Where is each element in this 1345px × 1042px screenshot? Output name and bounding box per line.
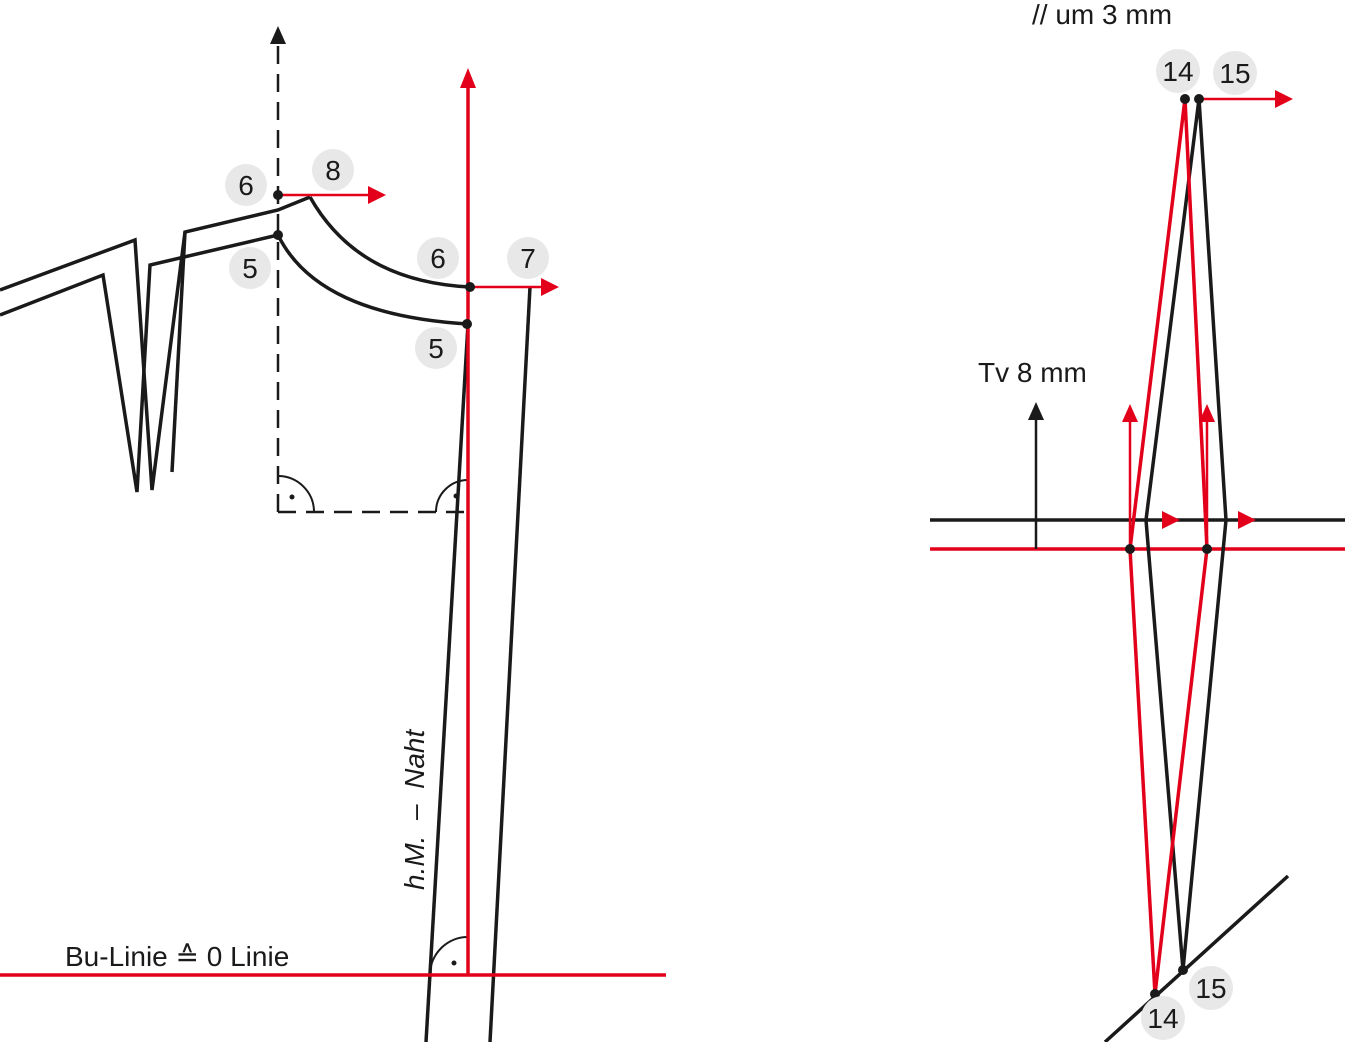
point-dot — [462, 319, 472, 329]
offset-label: // um 3 mm — [1032, 0, 1172, 30]
point-dot — [1202, 544, 1212, 554]
neckline-curve-upper — [308, 196, 471, 289]
point-badge-6-top: 6 — [225, 164, 267, 206]
seam-line-right — [488, 286, 532, 1042]
point-badge-5-left: 5 — [229, 247, 271, 289]
dart-right-leg — [170, 231, 187, 473]
guide-arrow-head — [270, 26, 286, 44]
point-dot — [273, 190, 283, 200]
svg-text:6: 6 — [430, 243, 446, 274]
point-dot — [1150, 989, 1160, 999]
tv-label: Tv 8 mm — [978, 357, 1087, 388]
neckline-curve-lower — [276, 234, 469, 326]
point-badge-5-right: 5 — [415, 327, 457, 369]
point-dot — [1194, 94, 1204, 104]
shoulder-outline-upper — [0, 195, 311, 491]
black-dart-outline — [1144, 98, 1228, 971]
red-dart-outline — [1128, 98, 1209, 995]
red-right-arrow-head — [1162, 511, 1180, 529]
seam-label: h.M. – Naht — [399, 728, 430, 890]
black-diagonal-line — [1103, 874, 1290, 1042]
arrow-6-to-8-head — [368, 186, 386, 204]
point-dot — [465, 282, 475, 292]
point-badge-6-right: 6 — [417, 237, 459, 279]
arrow-6-to-7-head — [541, 278, 559, 296]
svg-text:7: 7 — [520, 243, 536, 274]
red-up-arrow-right-head — [1199, 404, 1215, 422]
svg-text:8: 8 — [325, 155, 341, 186]
tv-arrow-head — [1028, 402, 1044, 420]
svg-text:6: 6 — [238, 170, 254, 201]
red-right-arrow-head — [1238, 511, 1256, 529]
shoulder-outline-lower — [0, 233, 279, 493]
point-badge-14-bottom: 14 — [1141, 996, 1185, 1040]
point-dot — [1180, 94, 1190, 104]
red-axis-arrow-head — [460, 68, 476, 88]
svg-text:15: 15 — [1219, 58, 1250, 89]
right-angle-symbol — [435, 479, 469, 513]
svg-text:5: 5 — [242, 253, 258, 284]
point-badge-7: 7 — [507, 237, 549, 279]
point-dot — [273, 230, 283, 240]
right-figure: // um 3 mm Tv 8 mm — [930, 0, 1345, 1042]
seam-line-left — [424, 323, 470, 1042]
baseline-label: Bu-Linie ≙ 0 Linie — [65, 941, 289, 972]
svg-text:5: 5 — [428, 333, 444, 364]
right-angle-symbol — [277, 475, 315, 513]
top-shift-arrow-head — [1275, 90, 1293, 108]
red-up-arrow-left-head — [1122, 404, 1138, 422]
point-badge-15-bottom: 15 — [1189, 966, 1233, 1010]
point-badge-15-top: 15 — [1213, 51, 1257, 95]
svg-text:15: 15 — [1195, 973, 1226, 1004]
left-figure: 6 8 5 6 7 5 h.M. – Naht Bu-Linie ≙ 0 Lin… — [0, 26, 666, 1042]
point-dot — [1178, 965, 1188, 975]
point-badge-8: 8 — [312, 149, 354, 191]
point-dot — [1125, 544, 1135, 554]
point-badge-14-top: 14 — [1156, 49, 1200, 93]
svg-text:14: 14 — [1147, 1003, 1178, 1034]
right-angle-symbol — [429, 936, 469, 976]
svg-text:14: 14 — [1162, 56, 1193, 87]
